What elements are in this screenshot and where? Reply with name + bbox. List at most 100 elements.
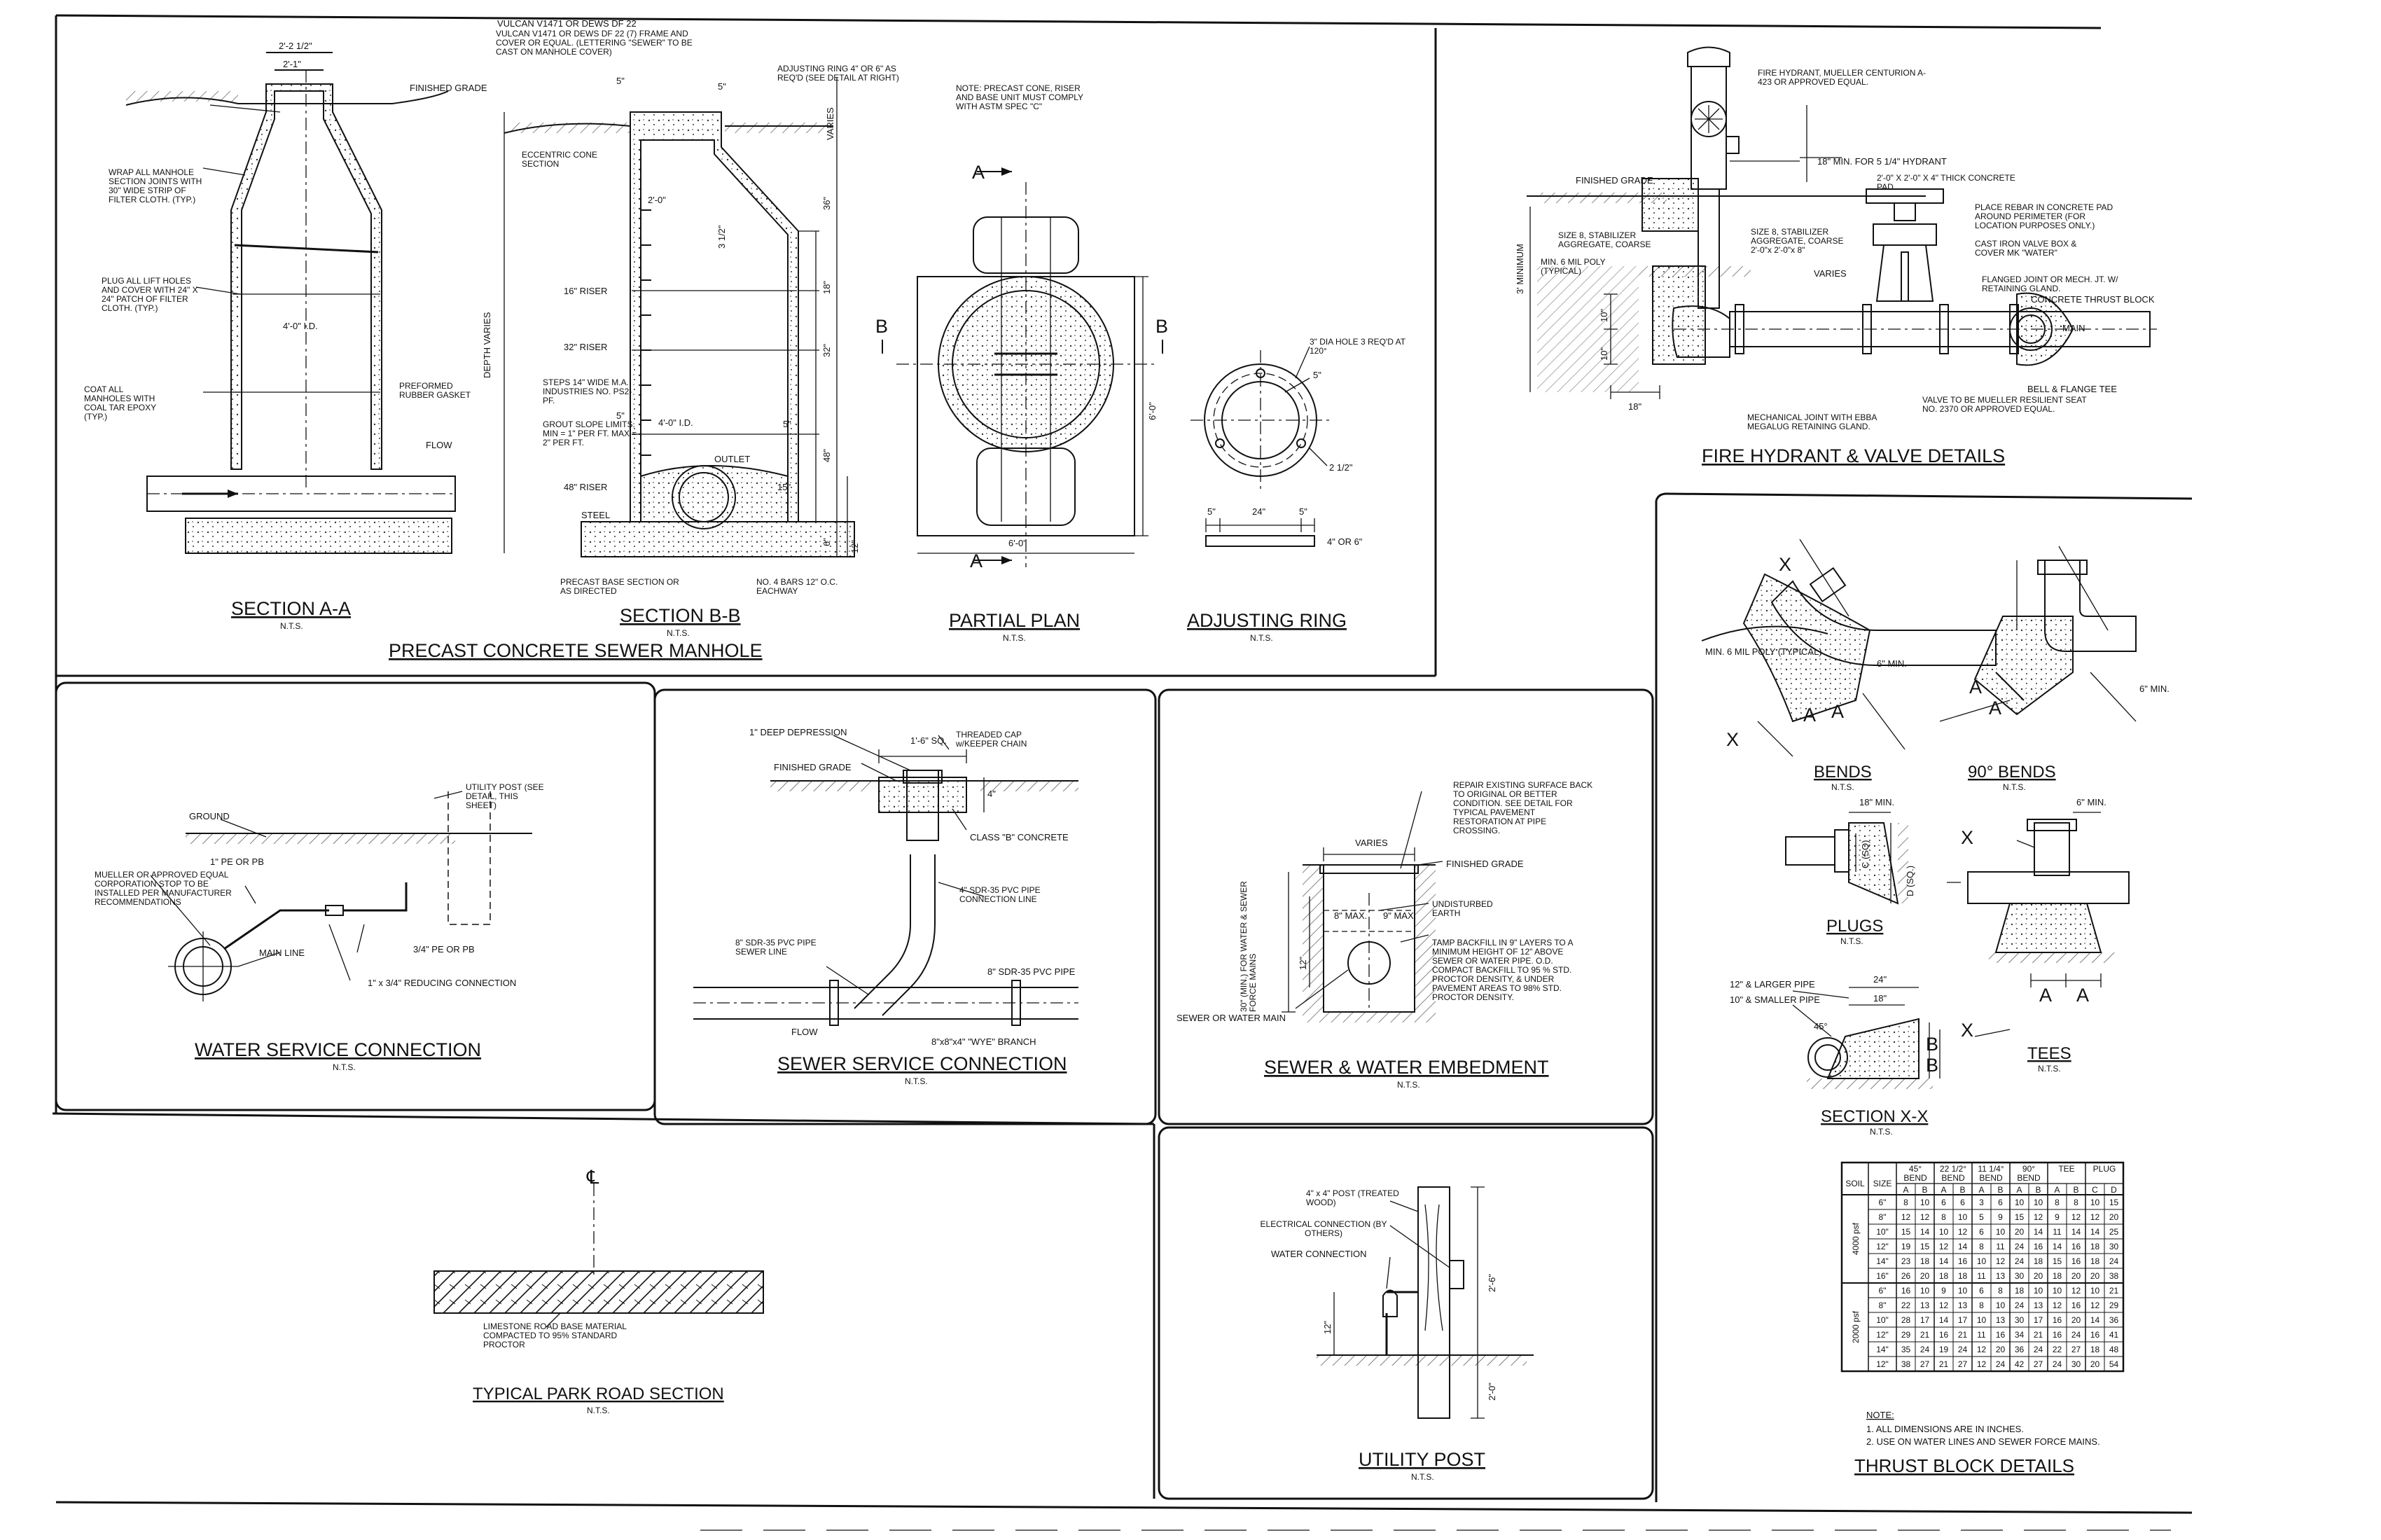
table-size-cell: 8" [1879, 1212, 1887, 1222]
ss-depression: 1" DEEP DEPRESSION [749, 727, 847, 737]
ss-4in-pipe: 4" SDR-35 PVC PIPE CONNECTION LINE [959, 886, 1041, 904]
table-value-cell: 18 [2015, 1286, 2025, 1296]
table-value-cell: 17 [2034, 1315, 2043, 1325]
table-subheader: D [2111, 1185, 2117, 1195]
tb-6-min-a: 6" MIN. [1877, 658, 1907, 669]
table-value-cell: 10 [1958, 1286, 1968, 1296]
aa-dim-2: 2'-1" [283, 59, 301, 69]
em-9-max: 9" MAX. [1383, 910, 1416, 921]
bb-bars-note: NO. 4 BARS 12" O.C. EACHWAY [756, 578, 838, 596]
tb-45-deg: 45° [1814, 1021, 1828, 1032]
table-value-cell: 13 [1958, 1300, 1968, 1310]
table-value-cell: 21 [1920, 1330, 1930, 1340]
utility-post-drawing [1317, 1186, 1534, 1419]
bb-eccentric-cone: ECCENTRIC CONE SECTION [522, 151, 598, 169]
tb-bends-title: BENDS [1814, 763, 1872, 782]
plan-astm-note: NOTE: PRECAST CONE, RISER AND BASE UNIT … [956, 84, 1083, 111]
tb-tees-title: TEES [2027, 1044, 2071, 1063]
table-value-cell: 35 [1901, 1345, 1911, 1354]
tb-24: 24" [1873, 974, 1887, 985]
em-undisturbed: UNDISTURBED EARTH [1432, 900, 1493, 918]
table-subheader: B [2073, 1185, 2078, 1195]
bb-frame-note: VULCAN V1471 OR DEWS DF 22 (7) FRAME AND… [496, 29, 693, 57]
embedment-drawing [1282, 791, 1443, 1022]
ring-2-1-2: 2 1/2" [1329, 462, 1353, 473]
table-value-cell: 6 [1998, 1198, 2003, 1207]
table-header-group: 22 1/2° [1940, 1164, 1966, 1174]
tb-10-smaller: 10" & SMALLER PIPE [1730, 994, 1820, 1005]
table-value-cell: 12 [2090, 1300, 2100, 1310]
ring-5in: 5" [1313, 370, 1321, 380]
table-value-cell: 8 [1979, 1242, 1984, 1251]
table-value-cell: 17 [1958, 1315, 1968, 1325]
table-value-cell: 19 [1939, 1345, 1949, 1354]
up-water-connection: WATER CONNECTION [1271, 1249, 1367, 1259]
tb-a-1: A [1803, 705, 1816, 726]
table-value-cell: 10 [2034, 1286, 2043, 1296]
table-header-group-2: BEND [1903, 1173, 1927, 1183]
table-value-cell: 16 [1996, 1330, 2006, 1340]
table-size-cell: 16" [1876, 1271, 1889, 1281]
fh-aggregate-right: SIZE 8, STABILIZER AGGREGATE, COARSE 2'-… [1751, 228, 1844, 255]
partial-plan-title: PARTIAL PLAN [949, 610, 1080, 631]
ss-finished-grade: FINISHED GRADE [774, 762, 852, 772]
table-value-cell: 13 [1920, 1300, 1930, 1310]
bb-varies: VARIES [825, 107, 835, 140]
table-value-cell: 20 [2090, 1271, 2100, 1281]
table-value-cell: 24 [2015, 1256, 2025, 1266]
em-8-max: 8" MAX. [1334, 910, 1367, 921]
table-value-cell: 6 [1979, 1286, 1984, 1296]
tb-bends-nts: N.T.S. [1831, 782, 1854, 792]
table-value-cell: 18 [2053, 1271, 2062, 1281]
section-b-b-title: SECTION B-B [620, 605, 741, 626]
section-a-a-drawing [125, 52, 456, 554]
plan-dim-horizontal: 6'-0" [1008, 538, 1027, 548]
bb-dim-48: 48" [821, 449, 832, 462]
plan-marker-a-bottom: A [970, 550, 983, 571]
table-value-cell: 36 [2015, 1345, 2025, 1354]
table-value-cell: 12 [2034, 1212, 2043, 1222]
table-value-cell: 8 [2055, 1198, 2060, 1207]
table-value-cell: 30 [2015, 1315, 2025, 1325]
table-value-cell: 12 [2071, 1286, 2081, 1296]
partial-plan-drawing [882, 167, 1163, 567]
ws-3-4-pe: 3/4" PE OR PB [413, 944, 475, 955]
table-value-cell: 6 [1979, 1227, 1984, 1237]
table-size-cell: 14" [1876, 1345, 1889, 1354]
table-subheader: A [2016, 1185, 2022, 1195]
fh-aggregate-left: SIZE 8, STABILIZER AGGREGATE, COARSE [1558, 231, 1651, 249]
table-size-cell: 10" [1876, 1315, 1889, 1325]
table-value-cell: 20 [2071, 1315, 2081, 1325]
table-value-cell: 16 [2071, 1256, 2081, 1266]
table-size-cell: 12" [1876, 1330, 1889, 1340]
fire-hydrant-drawing [1527, 46, 2157, 399]
table-header-size: SIZE [1873, 1179, 1892, 1188]
table-value-cell: 10 [1958, 1212, 1968, 1222]
fh-18: 18" [1628, 401, 1641, 412]
table-header-group: 90° [2022, 1164, 2035, 1174]
aa-wrap-note: WRAP ALL MANHOLE SECTION JOINTS WITH 30"… [109, 168, 202, 204]
bb-dim-32: 32" [821, 344, 832, 357]
table-value-cell: 8 [2074, 1198, 2078, 1207]
ss-threaded-cap: THREADED CAP w/KEEPER CHAIN [956, 730, 1027, 749]
section-b-b-drawing [504, 77, 855, 557]
adjusting-ring-nts: N.T.S. [1250, 633, 1273, 643]
water-service-title: WATER SERVICE CONNECTION [195, 1039, 481, 1060]
park-road-base: LIMESTONE ROAD BASE MATERIAL COMPACTED T… [483, 1322, 627, 1350]
table-value-cell: 14 [2034, 1227, 2043, 1237]
fh-10a: 10" [1599, 309, 1609, 322]
table-value-cell: 34 [2015, 1330, 2025, 1340]
table-value-cell: 15 [2015, 1212, 2025, 1222]
sewer-service-title: SEWER SERVICE CONNECTION [777, 1053, 1067, 1074]
tb-a-3: A [1969, 677, 1982, 698]
aa-flow-label: FLOW [426, 440, 452, 450]
table-value-cell: 22 [2053, 1345, 2062, 1354]
fh-finished-grade: FINISHED GRADE [1576, 175, 1653, 186]
up-dim-2-0: 2'-0" [1487, 1382, 1497, 1401]
tb-x-2: X [1726, 729, 1739, 750]
table-value-cell: 16 [2053, 1315, 2062, 1325]
em-varies: VARIES [1355, 838, 1388, 848]
table-value-cell: 28 [1901, 1315, 1911, 1325]
table-value-cell: 27 [1958, 1359, 1968, 1369]
ws-reducing: 1" x 3/4" REDUCING CONNECTION [368, 978, 516, 988]
